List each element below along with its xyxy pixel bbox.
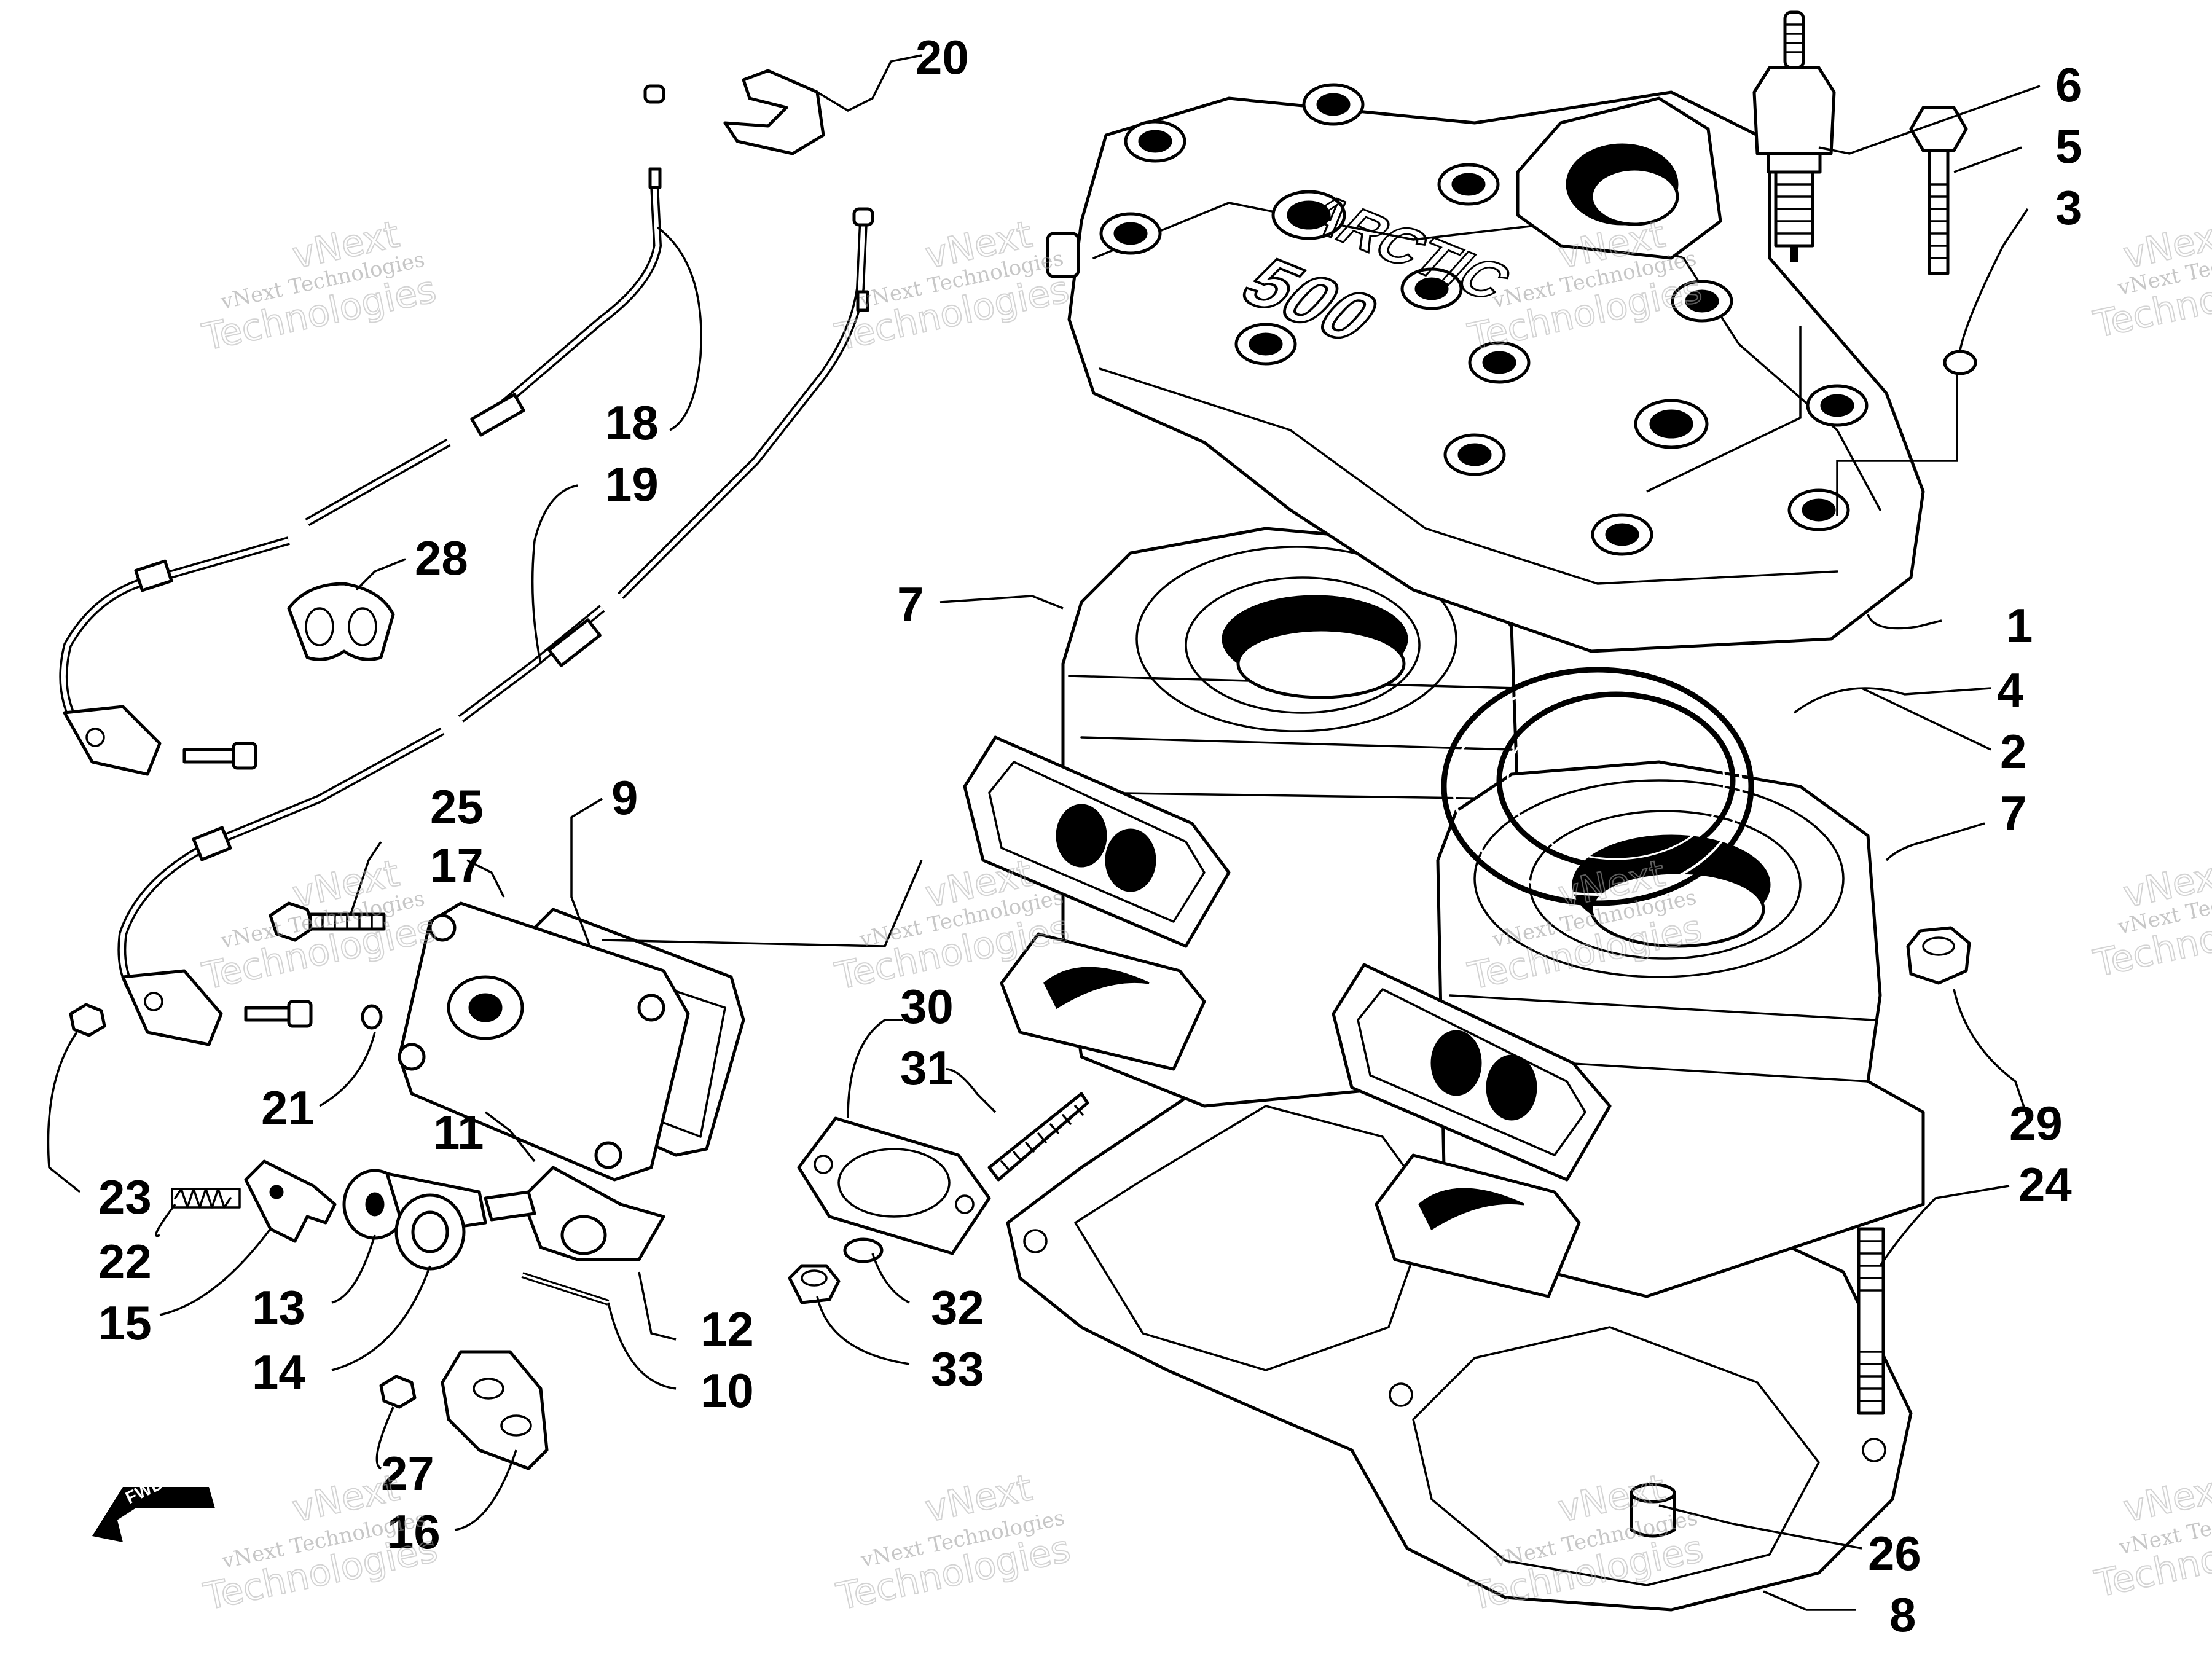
callout-30: 30 bbox=[900, 979, 954, 1033]
callout-29: 29 bbox=[2009, 1096, 2063, 1150]
callout-17: 17 bbox=[430, 838, 484, 892]
callout-33: 33 bbox=[931, 1342, 984, 1396]
head-bolt-bosses bbox=[1099, 83, 1869, 556]
o-ring-21 bbox=[361, 1004, 383, 1030]
pin-10 bbox=[521, 1272, 610, 1306]
exhaust-gasket bbox=[797, 1116, 991, 1255]
callout-4: 4 bbox=[1997, 663, 2023, 717]
lever-15 bbox=[244, 1159, 337, 1243]
callout-7a: 7 bbox=[897, 577, 924, 631]
screw-27 bbox=[379, 1375, 417, 1409]
watermark: vNext vNext Technologies Technologies bbox=[1465, 1465, 1708, 1619]
spring-22 bbox=[171, 1188, 241, 1209]
callout-2: 2 bbox=[2000, 724, 2026, 779]
watermark: vNext vNext Technologies Technologies bbox=[2089, 212, 2212, 347]
lock-washer bbox=[843, 1237, 884, 1263]
washer bbox=[1943, 350, 1977, 375]
cylinder-head: ARCTIC 500 bbox=[1046, 83, 1925, 653]
callout-21: 21 bbox=[261, 1081, 315, 1135]
callout-27: 27 bbox=[381, 1446, 434, 1500]
callout-20: 20 bbox=[916, 30, 969, 84]
callout-16: 16 bbox=[387, 1505, 441, 1559]
pump-screw-25 bbox=[269, 901, 386, 942]
callout-28: 28 bbox=[415, 531, 468, 585]
head-bolt bbox=[1909, 106, 1968, 275]
cover-16 bbox=[441, 1350, 549, 1470]
callout-labels: 1 2 3 4 5 6 7 7 8 9 10 11 12 13 14 15 16… bbox=[98, 30, 2082, 1642]
cable-clip-20 bbox=[723, 69, 825, 155]
exhaust-nut bbox=[1906, 926, 1971, 985]
intake-flange-left bbox=[963, 735, 1231, 948]
callout-5: 5 bbox=[2055, 119, 2082, 173]
exhaust-stud bbox=[987, 1092, 1089, 1182]
callout-24: 24 bbox=[2018, 1158, 2072, 1212]
pulley-14 bbox=[394, 1193, 466, 1271]
callout-8: 8 bbox=[1889, 1588, 1916, 1642]
callout-1: 1 bbox=[2006, 598, 2033, 653]
callout-19: 19 bbox=[605, 457, 659, 511]
leader-lines bbox=[47, 54, 2041, 1611]
pump-lever-11 bbox=[484, 1166, 665, 1261]
cable-clip-28 bbox=[287, 582, 395, 661]
watermark: vNext vNext Technologies Technologies bbox=[198, 212, 441, 359]
callout-3: 3 bbox=[2055, 181, 2082, 235]
callout-25: 25 bbox=[430, 780, 484, 834]
callout-15: 15 bbox=[98, 1296, 152, 1350]
callout-9: 9 bbox=[611, 771, 638, 825]
flange-nut bbox=[788, 1264, 841, 1304]
callout-6: 6 bbox=[2055, 58, 2082, 112]
callout-10: 10 bbox=[700, 1363, 754, 1418]
spark-plug bbox=[1752, 10, 1836, 262]
pump-body-17 bbox=[398, 901, 690, 1182]
callout-18: 18 bbox=[605, 396, 659, 450]
callout-22: 22 bbox=[98, 1234, 152, 1288]
callout-31: 31 bbox=[900, 1041, 954, 1095]
callout-14: 14 bbox=[252, 1345, 305, 1399]
callout-23: 23 bbox=[98, 1170, 152, 1224]
callout-32: 32 bbox=[931, 1281, 984, 1335]
watermark: vNext vNext Technologies Technologies bbox=[2089, 851, 2212, 986]
watermark: vNext vNext Technologies Technologies bbox=[832, 1465, 1075, 1619]
o-ring bbox=[1496, 691, 1736, 869]
exhaust-flange-right bbox=[1375, 1153, 1581, 1298]
cylinder-left bbox=[1061, 527, 1520, 1108]
watermark: vNext vNext Technologies Technologies bbox=[198, 851, 441, 998]
head-gasket-ring bbox=[1441, 667, 1754, 906]
callout-12: 12 bbox=[700, 1302, 754, 1356]
watermark: vNext vNext Technologies Technologies bbox=[2090, 1465, 2212, 1606]
callout-26: 26 bbox=[1868, 1526, 1921, 1580]
cable-18 bbox=[59, 84, 665, 776]
callout-7b: 7 bbox=[2000, 786, 2026, 840]
forward-arrow-icon: FWD bbox=[92, 1473, 215, 1542]
dowel-pin bbox=[1630, 1483, 1676, 1538]
exhaust-flange-left bbox=[1000, 932, 1206, 1071]
cable-19 bbox=[117, 207, 874, 1046]
callout-11: 11 bbox=[433, 1105, 484, 1159]
intake-flange-right bbox=[1332, 963, 1612, 1182]
stud bbox=[1857, 1227, 1885, 1415]
callout-13: 13 bbox=[252, 1281, 305, 1335]
pump-screw-23 bbox=[69, 1003, 106, 1037]
